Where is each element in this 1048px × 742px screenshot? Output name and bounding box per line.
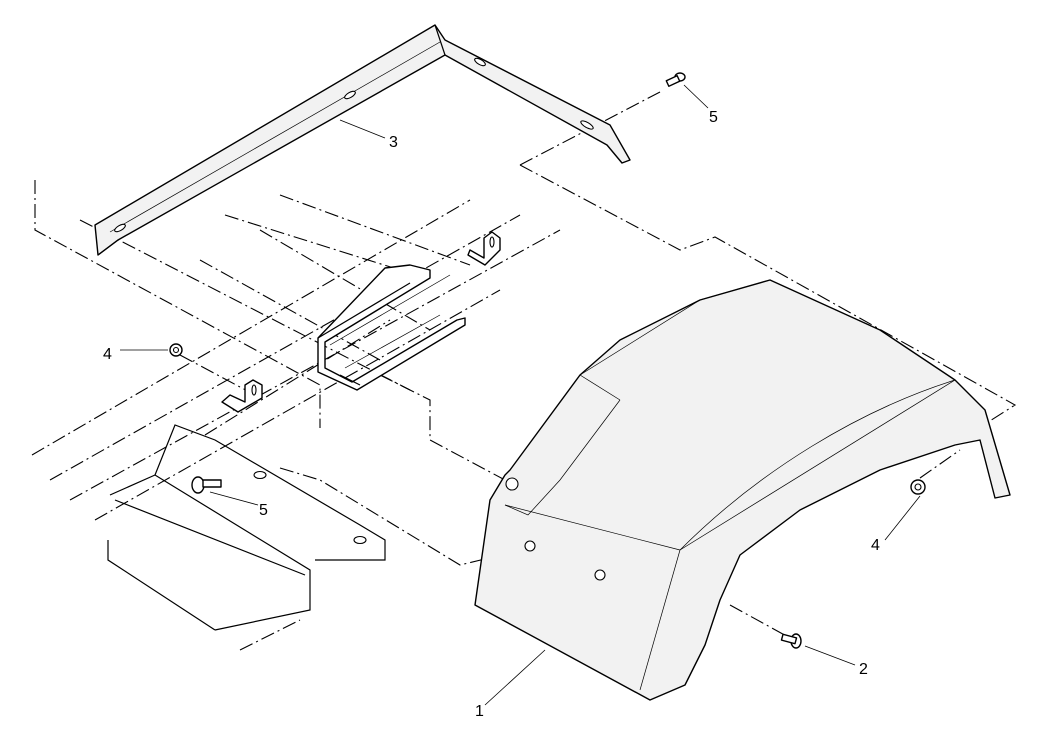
bolt-upper [665,72,686,87]
callout-4-left: 4 [103,346,112,363]
callout-5-lower: 5 [259,502,268,519]
mounting-plate [107,424,386,631]
leader-lines [120,84,921,706]
fender-part-1 [474,279,1011,701]
angle-bracket-part-3 [94,24,631,256]
bolt-lower [191,476,222,494]
callout-5-upper: 5 [709,109,718,126]
callout-3: 3 [389,134,398,151]
callout-1: 1 [475,703,484,720]
flange-nut-right [910,479,926,495]
phantom-lines [31,91,1017,651]
carriage-bolt [780,633,802,649]
callout-4-right: 4 [871,537,880,554]
callout-2: 2 [859,661,868,678]
l-tab-upper [467,231,501,266]
flange-nut-left [169,343,183,357]
l-tab-lower [221,379,263,413]
channel-bracket [317,264,466,391]
